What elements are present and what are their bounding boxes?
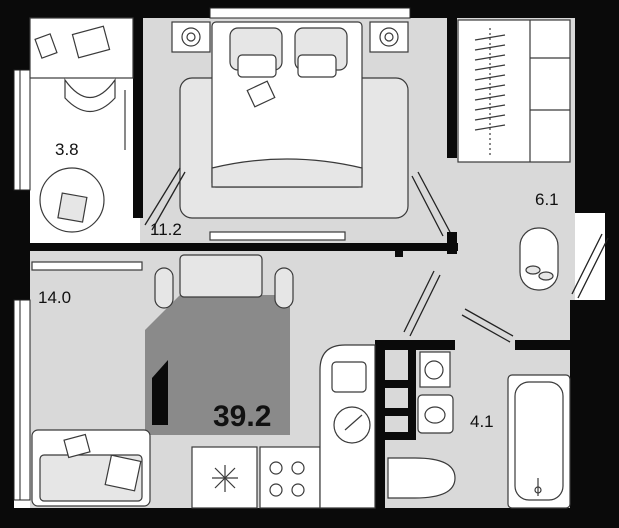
washbasin-icon bbox=[417, 394, 454, 434]
room-area-balcony: 3.8 bbox=[55, 140, 79, 159]
dining-chair-top bbox=[179, 254, 263, 298]
bedroom-shelf bbox=[209, 231, 346, 241]
room-area-bedroom: 11.2 bbox=[150, 220, 182, 239]
nightstand-right bbox=[369, 21, 409, 53]
wall-stub bbox=[395, 243, 403, 257]
sofa-cushion-left bbox=[63, 433, 91, 459]
notebook-icon bbox=[34, 33, 58, 59]
living-kitchen-furniture bbox=[31, 254, 376, 509]
door-balcony bbox=[144, 167, 181, 226]
door-bath-alt-2 bbox=[464, 308, 514, 337]
wall-right-top bbox=[575, 18, 605, 213]
wall-right bbox=[605, 0, 619, 528]
bathtub-icon bbox=[507, 374, 571, 509]
cushion-icon bbox=[57, 192, 88, 223]
cushion-left-icon bbox=[237, 54, 277, 78]
room-area-wardrobe: 6.1 bbox=[535, 190, 559, 209]
kitchen-sink-icon bbox=[333, 406, 371, 444]
door-entry-2 bbox=[571, 233, 603, 295]
door-balcony-2 bbox=[151, 171, 186, 231]
door-wardrobe bbox=[417, 171, 451, 233]
slipper-left-icon bbox=[525, 265, 541, 275]
wall-bath-left bbox=[375, 345, 385, 508]
slipper-right-icon bbox=[538, 271, 554, 281]
wall-shelf bbox=[31, 261, 143, 271]
doors bbox=[144, 167, 609, 343]
door-bath-alt bbox=[461, 314, 511, 343]
nightstand-left bbox=[171, 21, 211, 53]
door-entry bbox=[577, 237, 609, 299]
window-living bbox=[13, 299, 31, 501]
door-bath bbox=[409, 274, 441, 337]
kitchen-plate-icon bbox=[331, 361, 367, 393]
wall-shaft-divider-1 bbox=[375, 380, 415, 388]
toilet-icon bbox=[387, 457, 456, 499]
door-bath-2 bbox=[403, 270, 435, 333]
total-area-notch bbox=[152, 360, 168, 425]
door-wardrobe-2 bbox=[411, 175, 444, 237]
wall-shaft-divider-2 bbox=[375, 408, 415, 416]
wall-balcony-bottom bbox=[30, 243, 140, 251]
dining-chair-left bbox=[154, 267, 174, 309]
bedroom-furniture bbox=[171, 21, 409, 241]
balcony-furniture bbox=[29, 17, 134, 233]
window-wardrobe-gap bbox=[575, 213, 605, 300]
wardrobe-furniture bbox=[457, 19, 571, 291]
cushion-right-icon bbox=[297, 54, 337, 78]
wardrobe-icon bbox=[457, 19, 571, 163]
laptop-icon bbox=[71, 25, 111, 59]
room-area-bathroom: 4.1 bbox=[470, 412, 494, 431]
hangers-icon bbox=[474, 34, 506, 131]
room-area-living-kitchen: 14.0 bbox=[38, 288, 71, 307]
wall-left-middle bbox=[14, 190, 30, 300]
wall-left bbox=[0, 0, 14, 528]
wall-bedroom-wardrobe bbox=[447, 18, 457, 158]
wall-bottom bbox=[0, 508, 619, 528]
wall-balcony-bedroom bbox=[133, 18, 143, 218]
wall-bedroom-bottom bbox=[140, 243, 458, 251]
desk-chair-icon bbox=[64, 78, 116, 112]
dining-chair-right bbox=[274, 267, 294, 309]
wall-left-top bbox=[14, 0, 30, 70]
bathroom-furniture bbox=[387, 351, 571, 509]
window-balcony bbox=[13, 69, 31, 191]
book-icon bbox=[246, 80, 276, 108]
sofa-cushion-right bbox=[104, 454, 142, 492]
bed-blanket-edge bbox=[211, 158, 363, 188]
window-bedroom bbox=[209, 7, 411, 19]
wall-shaft-divider-3 bbox=[375, 432, 415, 440]
windows bbox=[13, 7, 605, 501]
wall-right-bottom bbox=[570, 300, 605, 508]
total-area-label: 39.2 bbox=[213, 400, 271, 433]
mirror-ottoman-icon bbox=[519, 227, 559, 291]
wall-shaft-right bbox=[408, 345, 416, 440]
total-area-marker bbox=[145, 295, 290, 435]
wall-wardrobe-bottom bbox=[515, 340, 575, 350]
stove-icon bbox=[259, 446, 321, 509]
